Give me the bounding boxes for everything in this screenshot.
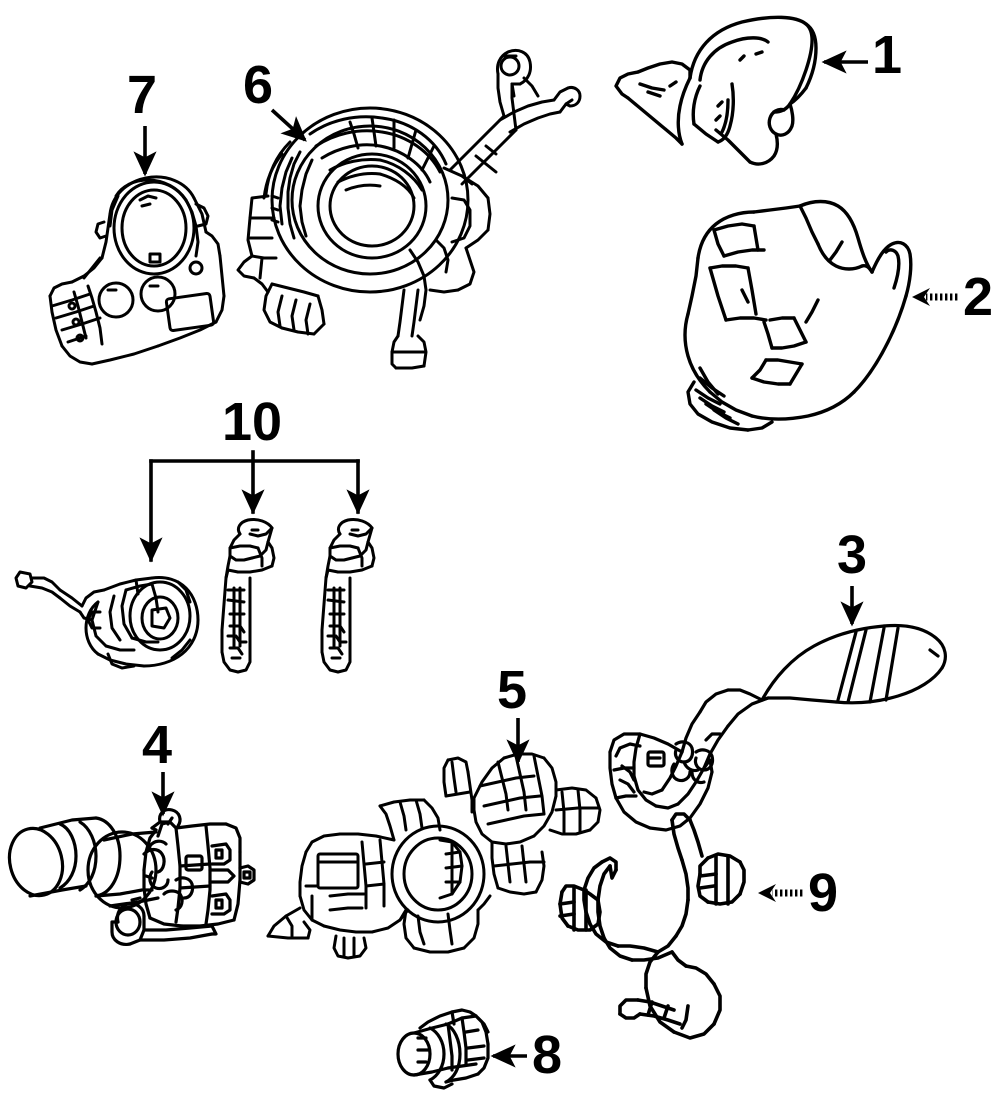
part-switch-body-bracket[interactable] <box>266 752 602 960</box>
callout-label-1[interactable]: 1 <box>872 25 903 85</box>
part-region-steering-angle-sensor[interactable] <box>46 172 226 354</box>
callout-label-10[interactable]: 10 <box>222 392 283 452</box>
callout-10-bracket <box>139 450 370 563</box>
callout-6-arrow <box>270 108 307 142</box>
part-lock-cylinder[interactable] <box>14 570 200 670</box>
callout-label-4[interactable]: 4 <box>142 715 173 775</box>
callout-label-9[interactable]: 9 <box>808 863 839 923</box>
part-region-switch-body-bracket[interactable] <box>282 762 578 958</box>
part-key-left[interactable] <box>220 518 276 674</box>
part-key-interlock-solenoid[interactable] <box>396 1008 490 1090</box>
part-region-spiral-cable-clock-spring[interactable] <box>250 45 550 375</box>
part-region-lower-column-cover[interactable] <box>672 200 914 418</box>
part-column-wire-harness[interactable] <box>558 812 746 1040</box>
part-lower-column-cover[interactable] <box>683 199 913 432</box>
callout-label-8[interactable]: 8 <box>532 1025 563 1085</box>
part-region-column-wire-harness[interactable] <box>568 858 768 1088</box>
part-region-upper-column-cover[interactable] <box>612 12 822 172</box>
part-combination-switch-lever[interactable] <box>608 623 947 832</box>
callout-9-arrow <box>758 884 803 902</box>
part-spiral-cable-clock-spring[interactable] <box>236 48 582 370</box>
part-region-ignition-lock-housing[interactable] <box>8 812 254 952</box>
callout-label-7[interactable]: 7 <box>127 65 158 125</box>
part-region-key-left[interactable] <box>212 522 278 674</box>
part-ignition-lock-housing[interactable] <box>3 808 256 946</box>
callout-label-6[interactable]: 6 <box>243 55 274 115</box>
callout-label-5[interactable]: 5 <box>497 660 528 720</box>
callout-label-3[interactable]: 3 <box>837 525 868 585</box>
part-region-combination-switch-lever[interactable] <box>608 612 948 830</box>
part-region-key-interlock-solenoid[interactable] <box>398 1008 498 1090</box>
callout-label-2[interactable]: 2 <box>963 267 994 327</box>
callout-2-arrow <box>912 288 958 306</box>
part-upper-column-cover[interactable] <box>614 15 818 166</box>
part-steering-angle-sensor[interactable] <box>48 175 226 366</box>
part-region-lock-cylinder[interactable] <box>14 560 204 670</box>
part-key-right[interactable] <box>320 518 376 674</box>
part-region-key-right[interactable] <box>312 522 378 674</box>
